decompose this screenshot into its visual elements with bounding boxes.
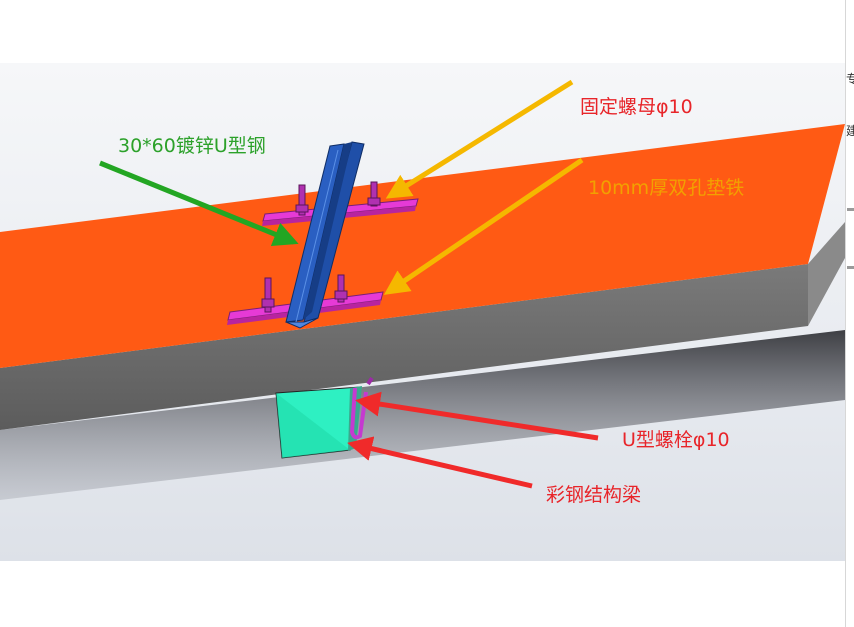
fixing-nuts [261, 181, 381, 313]
roof-panel-end [808, 222, 845, 326]
strip-glyph: 建 [846, 122, 854, 139]
arrow-icon [383, 79, 584, 295]
label-u-bolt: U型螺栓φ10 [622, 429, 730, 451]
strip-divider [847, 266, 854, 269]
strip-divider [847, 208, 854, 211]
color-steel-beam [275, 386, 362, 459]
label-u-steel: 30*60镀锌U型钢 [118, 135, 266, 157]
strip-glyph: 专 [846, 70, 854, 87]
label-washer: 10mm厚双孔垫铁 [588, 177, 744, 199]
roof-panel-top [0, 124, 845, 368]
side-panel-edge: 专 建 [845, 0, 854, 627]
label-beam: 彩钢结构梁 [546, 484, 641, 506]
arrow-icon [99, 160, 299, 247]
galvanized-u-steel [285, 141, 365, 329]
label-nut: 固定螺母φ10 [580, 96, 693, 118]
arrow-icon [347, 391, 599, 489]
roof-panel-side [0, 264, 808, 430]
panel-shadow [0, 330, 845, 500]
